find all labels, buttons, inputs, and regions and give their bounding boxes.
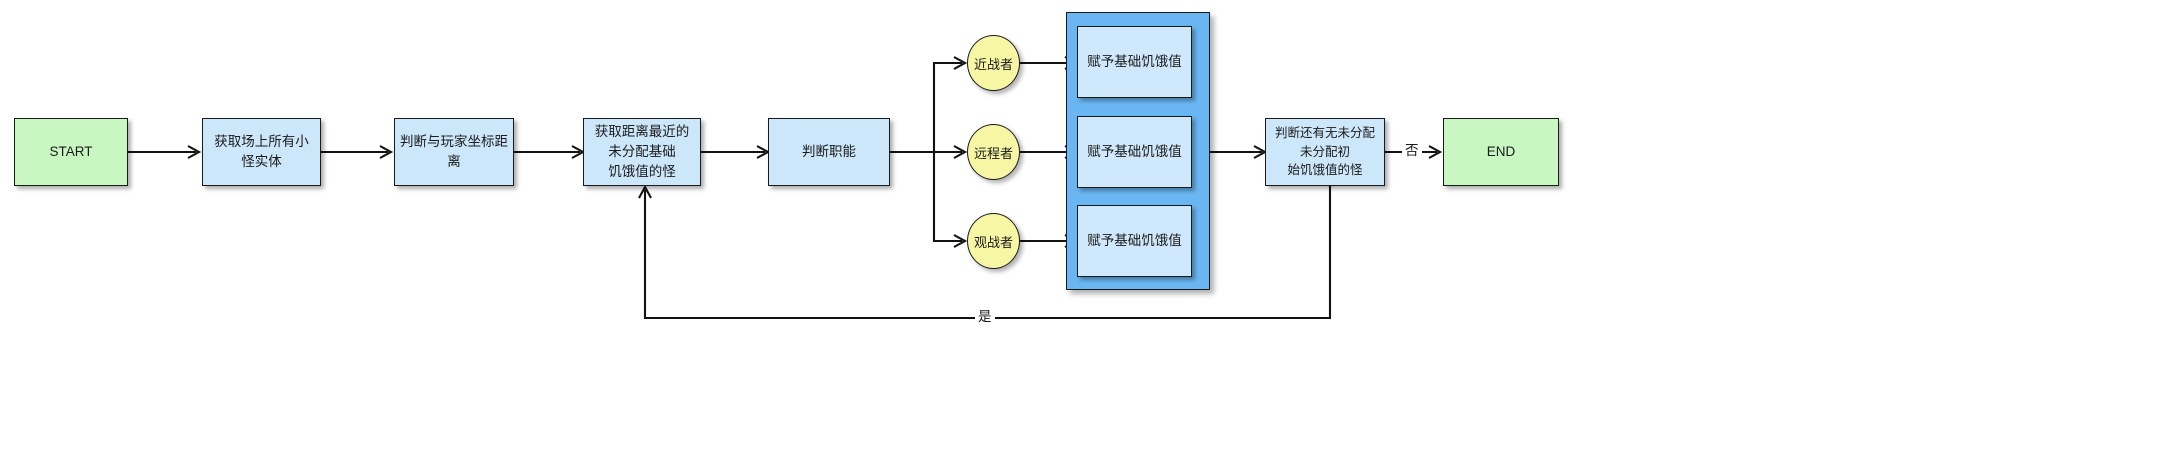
edge-label-yes-text: 是	[978, 309, 992, 324]
node-judge-role[interactable]: 判断职能	[768, 118, 890, 186]
node-start[interactable]: START	[14, 118, 128, 186]
node-judge-role-label: 判断职能	[802, 143, 856, 159]
node-judge-distance-label: 判断与玩家坐标距离	[400, 133, 508, 169]
edge-label-no: 否	[1402, 144, 1422, 158]
node-get-nearest[interactable]: 获取距离最近的未分配基础 饥饿值的怪	[583, 118, 701, 186]
node-start-label: START	[49, 143, 93, 159]
node-end-label: END	[1486, 143, 1516, 159]
node-role-melee[interactable]: 近战者	[967, 35, 1020, 91]
node-role-ranged[interactable]: 远程者	[967, 124, 1020, 180]
node-judge-distance[interactable]: 判断与玩家坐标距离	[394, 118, 514, 186]
node-role-ranged-label: 远程者	[973, 145, 1013, 161]
node-check-remaining[interactable]: 判断还有无未分配未分配初 始饥饿值的怪	[1265, 118, 1385, 186]
node-assign-ranged-label: 赋予基础饥饿值	[1087, 143, 1182, 159]
node-get-entities[interactable]: 获取场上所有小怪实体	[202, 118, 321, 186]
node-assign-spectator-label: 赋予基础饥饿值	[1087, 232, 1182, 248]
node-assign-ranged[interactable]: 赋予基础饥饿值	[1077, 116, 1192, 188]
node-get-entities-label: 获取场上所有小怪实体	[214, 133, 309, 169]
node-get-nearest-label: 获取距离最近的未分配基础 饥饿值的怪	[594, 123, 690, 180]
node-role-spectator[interactable]: 观战者	[967, 213, 1020, 269]
node-role-spectator-label: 观战者	[973, 234, 1013, 250]
edge-label-no-text: 否	[1405, 143, 1419, 158]
edge-label-yes: 是	[975, 310, 995, 324]
node-role-melee-label: 近战者	[973, 56, 1013, 72]
node-assign-spectator[interactable]: 赋予基础饥饿值	[1077, 205, 1192, 277]
node-assign-melee-label: 赋予基础饥饿值	[1087, 53, 1182, 69]
node-check-remaining-label: 判断还有无未分配未分配初 始饥饿值的怪	[1274, 125, 1375, 178]
node-end[interactable]: END	[1443, 118, 1559, 186]
node-assign-melee[interactable]: 赋予基础饥饿值	[1077, 26, 1192, 98]
